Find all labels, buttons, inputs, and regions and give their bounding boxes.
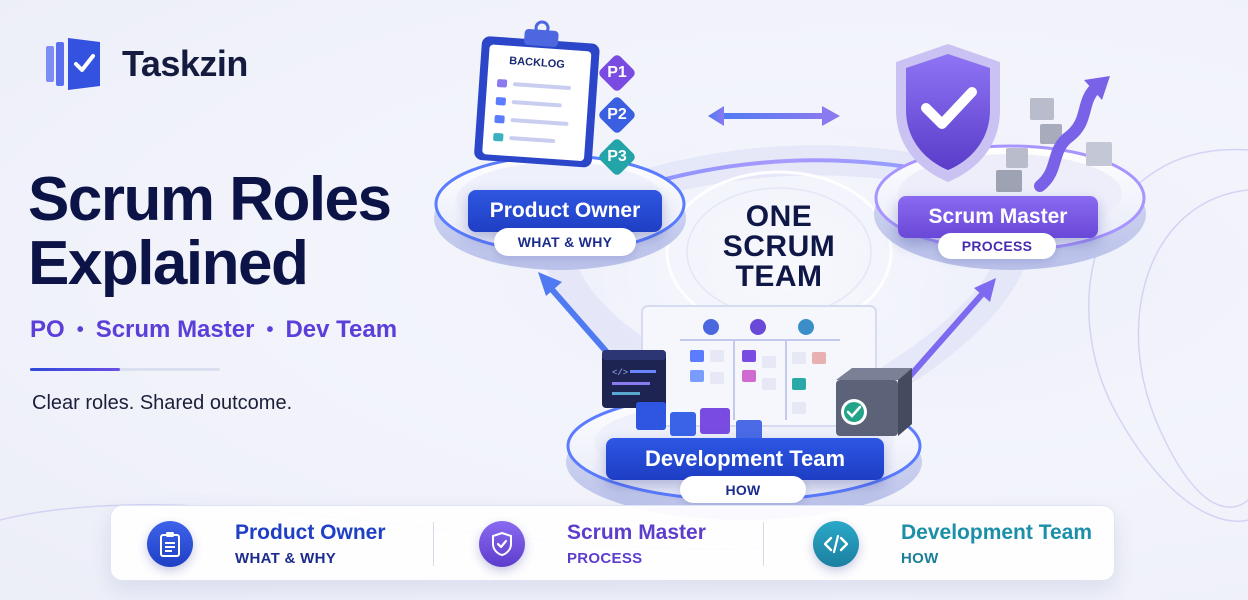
legend-desc: HOW: [901, 550, 939, 567]
scrum-master-label: Scrum Master: [898, 196, 1098, 238]
page-title: Scrum Roles Explained: [28, 165, 392, 298]
code-icon: [813, 521, 859, 567]
subtitle-po: PO: [30, 316, 65, 343]
bullet-separator: •: [76, 318, 84, 341]
legend-desc: WHAT & WHY: [235, 550, 337, 567]
shield-icon: [479, 521, 525, 567]
scrum-master-focus: PROCESS: [938, 233, 1056, 259]
legend-separator: [433, 522, 434, 566]
legend-item-product-owner: Product Owner WHAT & WHY: [147, 506, 386, 582]
legend-separator: [763, 522, 764, 566]
brand-logo: Taskzin: [44, 32, 248, 96]
backlog-clipboard: [474, 20, 600, 168]
arrow-dev-sm: [907, 278, 996, 379]
tagline: Clear roles. Shared outcome.: [32, 392, 293, 414]
priority-p2-badge: P2: [598, 96, 636, 134]
legend-item-scrum-master: Scrum Master PROCESS: [479, 506, 706, 582]
development-team-focus: HOW: [680, 476, 806, 503]
legend-name: Development Team: [901, 521, 1092, 544]
priority-p3-badge: P3: [598, 138, 636, 176]
product-owner-focus: WHAT & WHY: [494, 228, 636, 256]
bullet-separator: •: [266, 318, 274, 341]
kanban-board: [641, 305, 877, 427]
development-team-label: Development Team: [606, 438, 884, 480]
divider: [30, 368, 220, 371]
code-window: </>: [602, 350, 666, 408]
brand-name: Taskzin: [122, 43, 248, 84]
priority-p1-badge: P1: [598, 54, 636, 92]
shield-graphic: [896, 44, 1000, 182]
one-scrum-team-label: ONE SCRUM TEAM: [722, 200, 836, 293]
done-cube: [836, 368, 912, 436]
legend-name: Product Owner: [235, 521, 386, 544]
clipboard-icon: [147, 521, 193, 567]
legend-name: Scrum Master: [567, 521, 706, 544]
arrow-po-sm: [708, 106, 840, 126]
svg-text:</>: </>: [612, 368, 628, 378]
product-owner-label: Product Owner: [468, 190, 662, 232]
taskzin-logo-icon: [44, 32, 108, 96]
legend-desc: PROCESS: [567, 550, 643, 567]
legend-item-development-team: Development Team HOW: [813, 506, 1092, 582]
subtitle-scrum-master: Scrum Master: [95, 316, 255, 343]
subtitle: PO • Scrum Master • Dev Team: [30, 316, 397, 344]
roles-legend: Product Owner WHAT & WHY Scrum Master PR…: [110, 505, 1115, 581]
subtitle-dev-team: Dev Team: [285, 316, 398, 343]
